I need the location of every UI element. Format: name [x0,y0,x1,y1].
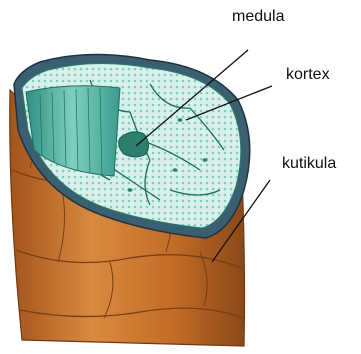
kortex-label: kortex [286,66,330,84]
kutikula-label: kutikula [282,155,336,173]
medula-label: medula [232,8,284,26]
